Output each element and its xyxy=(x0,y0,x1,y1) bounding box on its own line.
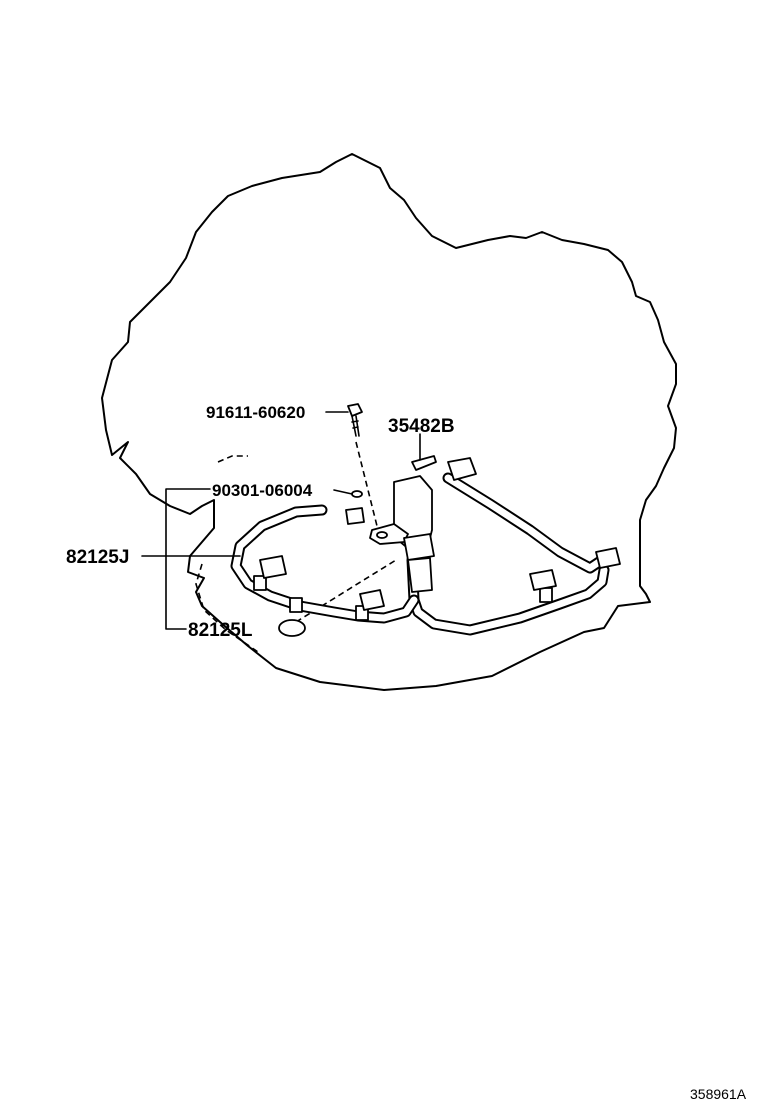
harness-connectors xyxy=(259,457,621,611)
callout-harness-j: 82125J xyxy=(66,547,129,568)
housing-hidden-edge xyxy=(195,455,259,653)
transmission-housing-outline xyxy=(101,153,677,691)
clip-part xyxy=(411,455,437,471)
bolt-part xyxy=(347,403,363,437)
callout-o-ring: 90301-06004 xyxy=(212,481,313,500)
bolt-install-line xyxy=(355,441,379,531)
leader-oring xyxy=(333,489,353,495)
callout-harness-l: 82125L xyxy=(188,620,253,641)
o-ring-small xyxy=(351,490,363,498)
callout-clip: 35482B xyxy=(388,416,455,437)
figure-number: 358961A xyxy=(690,1086,747,1102)
leader-bracket xyxy=(165,488,211,630)
speed-sensor xyxy=(369,475,435,593)
wire-harness xyxy=(230,472,610,636)
o-ring-large xyxy=(278,619,306,637)
callout-bolt: 91611-60620 xyxy=(206,403,305,422)
